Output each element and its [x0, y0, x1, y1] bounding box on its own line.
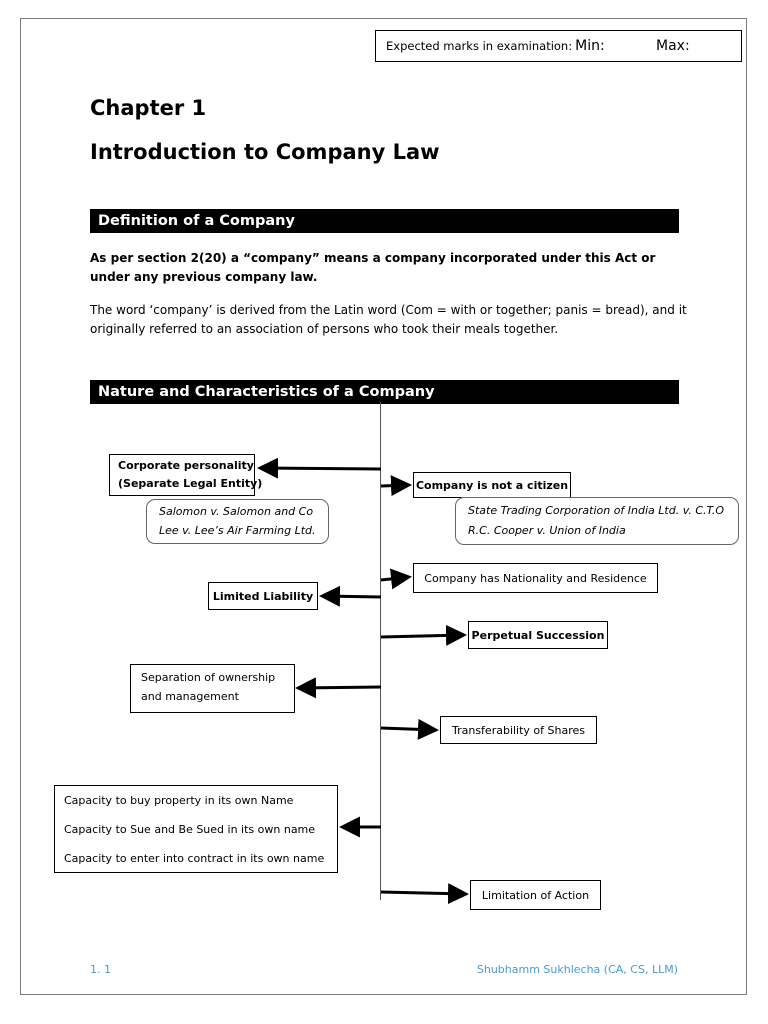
max-label: Max: [656, 38, 690, 54]
separation-box: Separation of ownership and management [130, 664, 295, 713]
corporate-personality-box: Corporate personality (Separate Legal En… [109, 454, 263, 496]
definition-statutory-text: As per section 2(20) a “company” means a… [90, 251, 656, 284]
definition-etymology-text: The word ‘company’ is derived from the L… [90, 303, 687, 336]
diagram-central-axis [380, 402, 381, 900]
chapter-heading: Chapter 1 [90, 96, 207, 120]
expected-marks-box: Expected marks in examination: Min: Max: [375, 30, 742, 62]
separation-line-1: Separation of ownership [141, 671, 276, 684]
corporate-personality-cases: Salomon v. Salomon and Co Lee v. Lee’s A… [146, 499, 329, 544]
capacity-contract: Capacity to enter into contract in its o… [64, 852, 325, 865]
corporate-personality-line-1: Corporate personality [118, 459, 254, 472]
section-heading-nature: Nature and Characteristics of a Company [90, 380, 679, 404]
capacity-sue: Capacity to Sue and Be Sued in its own n… [64, 823, 316, 836]
transferability-box: Transferability of Shares [440, 716, 597, 744]
section-heading-definition: Definition of a Company [90, 209, 679, 233]
not-citizen-cases: State Trading Corporation of India Ltd. … [455, 497, 739, 545]
limited-liability-box: Limited Liability [208, 582, 318, 610]
separation-line-2: and management [141, 690, 239, 703]
marks-label: Expected marks in examination: [386, 39, 573, 53]
page-frame [20, 18, 747, 995]
author-credit: Shubhamm Sukhlecha (CA, CS, LLM) [476, 963, 678, 976]
min-label: Min: [575, 38, 605, 54]
limitation-box: Limitation of Action [470, 880, 601, 910]
case-state-trading: State Trading Corporation of India Ltd. … [468, 504, 725, 517]
chapter-title: Introduction to Company Law [90, 140, 440, 164]
not-citizen-box: Company is not a citizen [413, 472, 571, 498]
corporate-personality-line-2: (Separate Legal Entity) [118, 477, 263, 490]
page-number: 1. 1 [90, 963, 111, 976]
capacity-buy-property: Capacity to buy property in its own Name [64, 794, 294, 807]
case-lee: Lee v. Lee’s Air Farming Ltd. [159, 524, 316, 537]
nationality-box: Company has Nationality and Residence [413, 563, 658, 593]
capacities-box: Capacity to buy property in its own Name… [54, 785, 338, 873]
perpetual-succession-box: Perpetual Succession [468, 621, 608, 649]
case-rc-cooper: R.C. Cooper v. Union of India [468, 524, 626, 537]
case-salomon: Salomon v. Salomon and Co [159, 505, 314, 518]
